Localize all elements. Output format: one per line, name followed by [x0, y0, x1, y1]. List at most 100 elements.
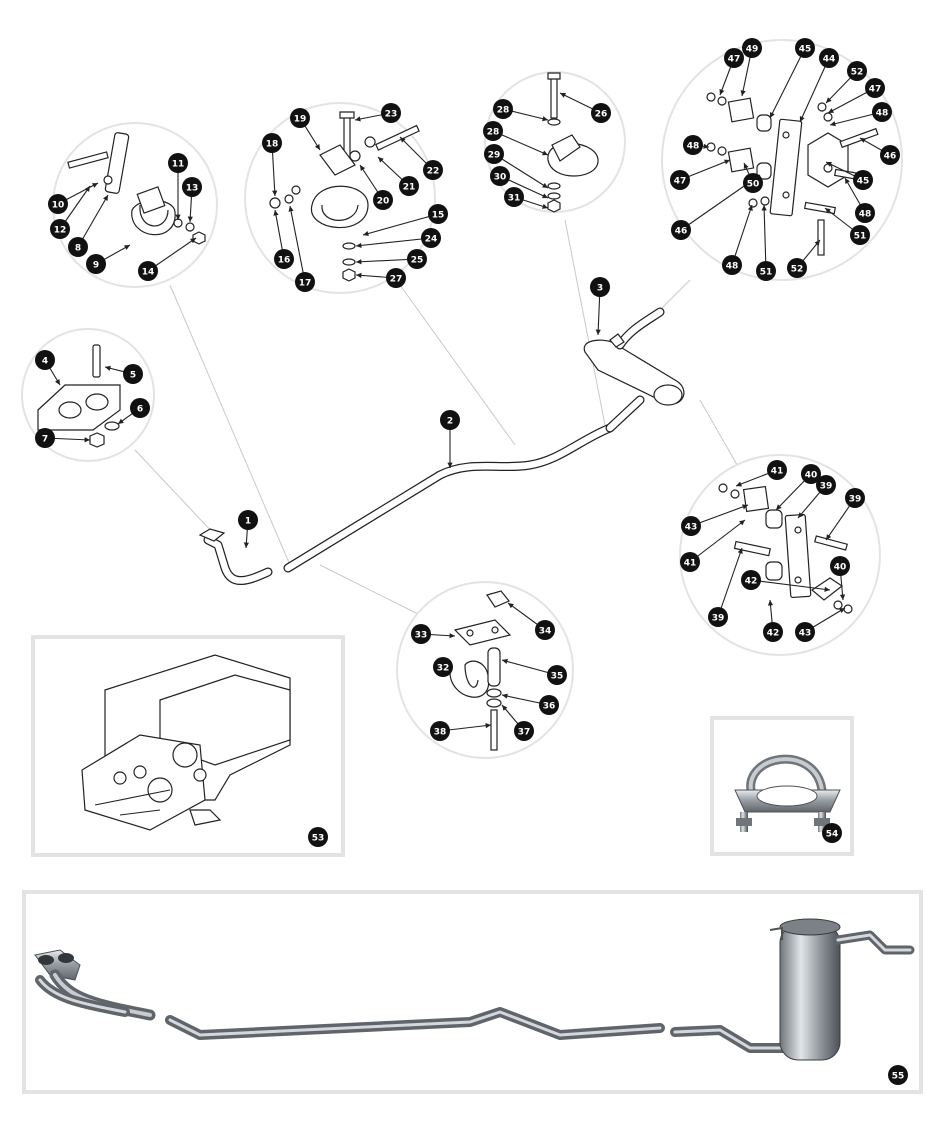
callout-badge-42: [741, 570, 761, 590]
callout-8: 8: [68, 237, 88, 257]
callout-28: 28: [493, 99, 513, 119]
callout-4: 4: [35, 350, 55, 370]
callout-42: 42: [763, 622, 783, 642]
leader-line-24: [355, 237, 432, 247]
leader-line-28: [492, 130, 549, 156]
callout-10: 10: [48, 194, 68, 214]
callout-number-12: 12: [54, 225, 67, 235]
callout-badge-17: [295, 272, 315, 292]
callout-badge-22: [423, 160, 443, 180]
callout-badge-48: [855, 203, 875, 223]
callout-badge-54: [822, 823, 842, 843]
callout-badge-40: [830, 556, 850, 576]
arrowhead-21: [378, 157, 384, 163]
arrowhead-36: [502, 693, 508, 699]
leader-lines: [44, 47, 891, 732]
callout-41: 41: [767, 460, 787, 480]
arrowhead-39: [737, 548, 743, 554]
callout-20: 20: [373, 190, 393, 210]
callout-badge-52: [847, 61, 867, 81]
callout-badge-23: [381, 103, 401, 123]
callout-badge-18: [262, 133, 282, 153]
callout-badge-44: [819, 48, 839, 68]
callout-54: 54: [822, 823, 842, 843]
arrowhead-52: [814, 240, 820, 246]
callout-badge-31: [504, 187, 524, 207]
arrowhead-48: [703, 143, 709, 149]
callout-40: 40: [830, 556, 850, 576]
main-exhaust-assembly: [198, 307, 685, 585]
callout-number-16: 16: [278, 255, 291, 265]
callout-badge-34: [535, 620, 555, 640]
arrowhead-12: [84, 186, 90, 192]
callout-number-18: 18: [266, 139, 279, 149]
arrowhead-40: [776, 504, 782, 510]
callout-52: 52: [847, 61, 867, 81]
callout-number-5: 5: [130, 370, 136, 380]
callout-39: 39: [845, 488, 865, 508]
arrowhead-47: [828, 108, 834, 113]
arrowhead-48: [830, 121, 836, 127]
callout-badge-55: [888, 1065, 908, 1085]
callout-badge-37: [514, 721, 534, 741]
callout-number-3: 3: [597, 283, 603, 293]
callout-badge-1: [238, 510, 258, 530]
callout-number-33: 33: [415, 630, 428, 640]
arrowhead-39: [798, 512, 804, 518]
callout-35: 35: [547, 665, 567, 685]
callout-badge-10: [48, 194, 68, 214]
callout-badge-49: [742, 38, 762, 58]
callout-number-48: 48: [726, 261, 739, 271]
guide-lines: [134, 219, 741, 616]
callout-number-46: 46: [884, 151, 897, 161]
callout-50: 50: [743, 173, 763, 193]
leader-line-42: [750, 579, 831, 591]
callout-number-47: 47: [728, 54, 741, 64]
callout-number-48: 48: [876, 108, 889, 118]
callout-badge-40: [801, 464, 821, 484]
callout-16: 16: [274, 249, 294, 269]
callout-number-52: 52: [851, 67, 864, 77]
arrowhead-51: [761, 205, 767, 211]
arrowhead-24: [356, 242, 362, 249]
callout-badge-51: [850, 225, 870, 245]
callout-badge-47: [865, 78, 885, 98]
arrowhead-40: [839, 594, 846, 600]
callout-badge-9: [86, 254, 106, 274]
callout-badge-38: [430, 721, 450, 741]
arrowhead-8: [103, 195, 108, 201]
callout-badge-51: [756, 261, 776, 281]
callout-number-47: 47: [674, 176, 687, 186]
callout-badge-8: [68, 237, 88, 257]
callout-43: 43: [795, 622, 815, 642]
callout-32: 32: [433, 657, 453, 677]
detail-group-clamp-mid: [244, 102, 436, 294]
callout-number-20: 20: [377, 196, 390, 206]
callout-number-37: 37: [518, 727, 531, 737]
callout-badge-13: [182, 177, 202, 197]
callout-badge-14: [138, 261, 158, 281]
arrowhead-43: [742, 504, 748, 510]
arrowhead-52: [826, 97, 832, 103]
leader-line-39: [717, 547, 743, 618]
callout-number-44: 44: [823, 54, 836, 64]
arrowhead-48: [747, 205, 753, 211]
arrowhead-35: [502, 658, 508, 664]
callout-number-13: 13: [186, 183, 199, 193]
leader-line-51: [763, 204, 767, 272]
arrowhead-38: [485, 723, 491, 729]
callout-22: 22: [423, 160, 443, 180]
callout-47: 47: [865, 78, 885, 98]
callout-badge-28: [493, 99, 513, 119]
callout-13: 13: [182, 177, 202, 197]
leader-line-44: [799, 57, 830, 123]
callout-48: 48: [855, 203, 875, 223]
callout-number-48: 48: [859, 209, 872, 219]
callout-badge-39: [845, 488, 865, 508]
callout-number-40: 40: [805, 470, 818, 480]
callout-badge-11: [168, 153, 188, 173]
callout-6: 6: [130, 398, 150, 418]
callout-badge-47: [670, 170, 690, 190]
callout-badge-7: [35, 428, 55, 448]
